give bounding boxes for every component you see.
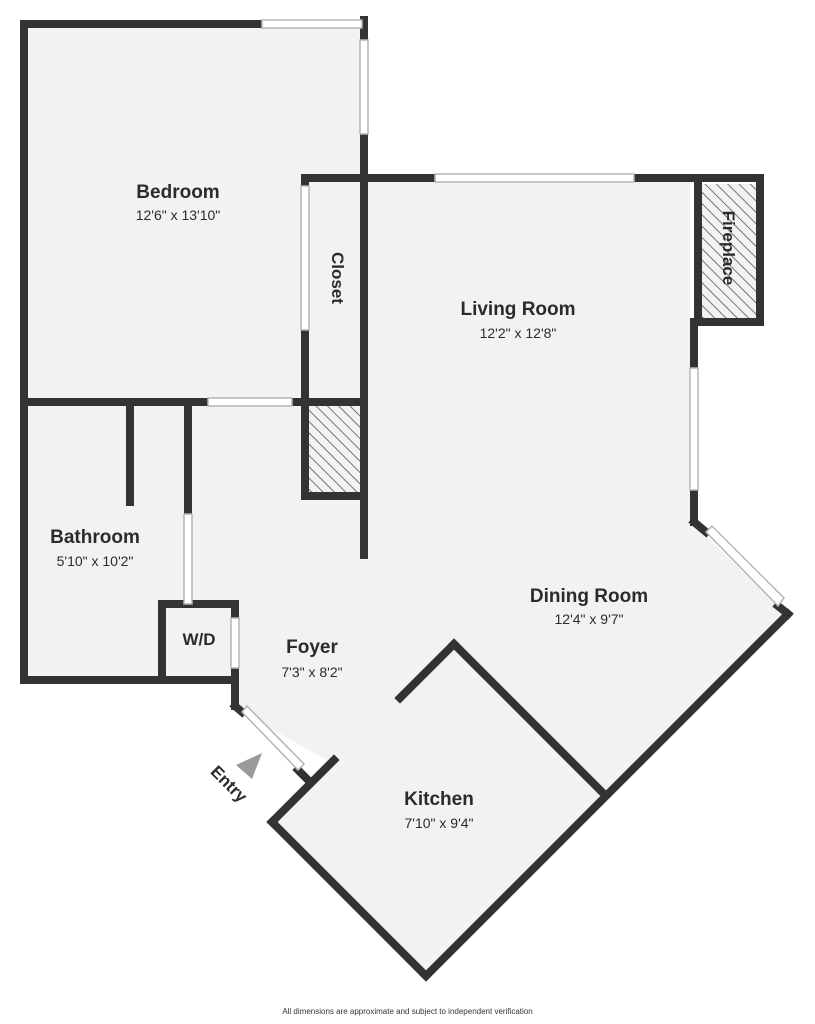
bedroom-top-window [261, 19, 363, 29]
floor-area [24, 24, 785, 975]
bedroom-name: Bedroom [136, 182, 219, 203]
bedroom-right-window [359, 39, 369, 135]
bedroom-dims: 12'6" x 13'10" [136, 207, 221, 223]
windows [183, 19, 785, 772]
bathroom-dims: 5'10" x 10'2" [57, 553, 134, 569]
fireplace-name: Fireplace [719, 211, 738, 286]
foyer-dims: 7'3" x 8'2" [281, 664, 342, 680]
shaft-hatch [305, 402, 363, 496]
kitchen-name: Kitchen [404, 789, 474, 810]
closet-door [300, 185, 310, 331]
living-room-dims: 12'2" x 12'8" [480, 325, 557, 341]
wd-door [230, 617, 240, 669]
foyer-name: Foyer [286, 637, 338, 658]
living-room-right-window [689, 367, 699, 491]
disclaimer: All dimensions are approximate and subje… [282, 1007, 533, 1016]
entry-door [240, 704, 306, 772]
entry-arrow-icon [236, 753, 262, 779]
kitchen-dims: 7'10" x 9'4" [405, 815, 474, 831]
bathroom-doorway [207, 397, 293, 407]
walls [20, 16, 794, 982]
dining-room-dims: 12'4" x 9'7" [555, 611, 624, 627]
bathroom-name: Bathroom [50, 527, 140, 548]
wd-name: W/D [182, 630, 215, 649]
living-room-top-window [434, 173, 635, 183]
living-room-name: Living Room [460, 299, 575, 320]
dining-window [704, 524, 785, 608]
closet-name: Closet [328, 252, 347, 304]
fireplace-hatch [702, 184, 758, 320]
dining-room-name: Dining Room [530, 586, 648, 607]
bath-side-door [183, 513, 193, 605]
